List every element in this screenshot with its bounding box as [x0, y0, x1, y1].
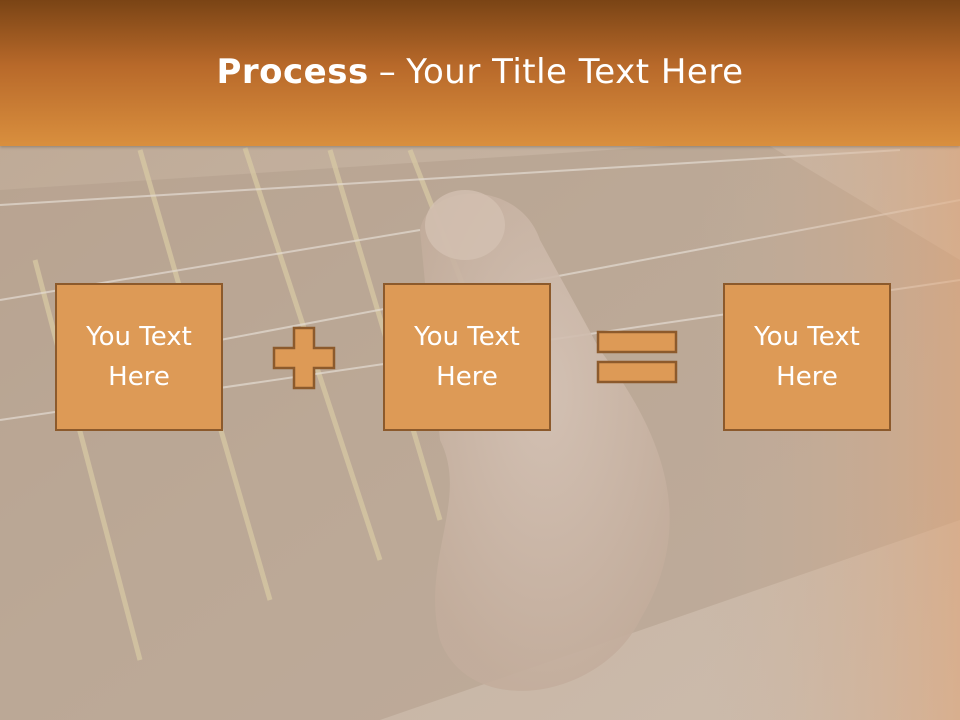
process-box-3-text: You Text Here: [754, 322, 860, 392]
process-box-2: You Text Here: [383, 283, 551, 431]
process-box-1: You Text Here: [55, 283, 223, 431]
slide-title: Process–Your Title Text Here: [216, 52, 743, 92]
process-box-3: You Text Here: [723, 283, 891, 431]
plus-icon: [272, 326, 336, 390]
equals-icon: [596, 330, 678, 384]
process-box-1-text: You Text Here: [86, 322, 192, 392]
process-box-2-text: You Text Here: [414, 322, 520, 392]
title-text: Your Title Text Here: [406, 52, 744, 92]
title-bar: Process–Your Title Text Here: [0, 0, 960, 146]
title-dash: –: [378, 52, 397, 92]
title-bold: Process: [216, 52, 369, 92]
